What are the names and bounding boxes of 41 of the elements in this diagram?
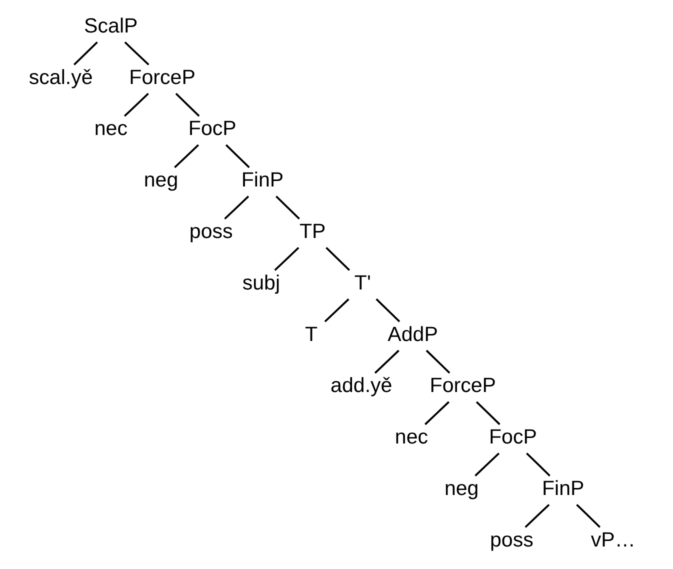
- connector: [474, 452, 500, 476]
- node-text: add.yě: [330, 374, 392, 398]
- node-text: nec: [394, 426, 428, 449]
- connector: [72, 42, 98, 66]
- node-text: FocP: [188, 117, 236, 140]
- node-text: T': [354, 271, 370, 294]
- node-text: poss: [188, 220, 232, 243]
- node-text: scal.yě: [28, 66, 92, 89]
- connector: [275, 196, 300, 220]
- connector: [174, 144, 199, 168]
- connector: [425, 350, 450, 374]
- connector: [325, 247, 350, 271]
- node-text: neg: [143, 168, 178, 192]
- node-text: T: [304, 322, 318, 346]
- connector: [526, 452, 550, 476]
- node-text: subj: [242, 271, 280, 294]
- node-text: ForceP: [429, 374, 496, 398]
- connector: [576, 504, 600, 528]
- node-text: AddP: [387, 322, 438, 346]
- node-text: neg: [444, 476, 478, 500]
- node-text: poss: [489, 528, 533, 552]
- connector: [174, 92, 200, 117]
- node-text: vP…: [590, 528, 635, 552]
- connector: [475, 401, 500, 426]
- connector: [424, 401, 449, 426]
- connector: [224, 196, 249, 220]
- node-text: FinP: [240, 168, 284, 192]
- node-text: ScalP: [84, 14, 138, 38]
- node-text: ForceP: [128, 66, 195, 89]
- connector: [124, 42, 149, 66]
- connector: [274, 247, 299, 271]
- connector: [374, 350, 399, 374]
- connector: [224, 144, 250, 168]
- connector: [375, 298, 400, 322]
- node-text: FocP: [488, 426, 536, 449]
- node-text: nec: [94, 117, 127, 140]
- node-text: FinP: [541, 476, 584, 500]
- node-text: TP: [298, 220, 326, 243]
- connector: [524, 504, 550, 528]
- connector: [324, 298, 349, 322]
- connector: [123, 92, 148, 117]
